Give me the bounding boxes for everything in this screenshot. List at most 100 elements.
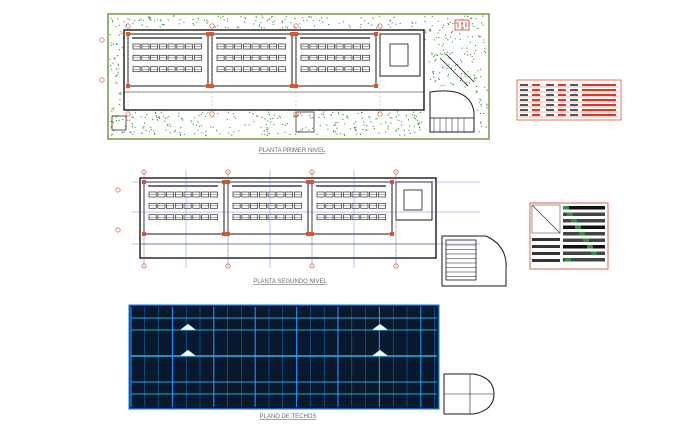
column [306,232,310,236]
vegetation-dot [244,18,247,20]
vegetation-dot [207,21,209,23]
vegetation-dot [256,115,258,117]
vegetation-dot [113,130,115,132]
vegetation-dot [462,27,464,29]
legend-cell [570,99,578,101]
vegetation-dot [310,16,312,18]
vegetation-dot [440,85,442,87]
vegetation-dot [327,128,329,130]
vegetation-dot [415,22,417,24]
vegetation-dot [157,19,159,21]
legend-cell [558,84,566,86]
vegetation-dot [195,124,197,126]
vegetation-dot [118,93,121,95]
vegetation-dot [266,127,268,129]
vegetation-dot [483,42,485,44]
vegetation-dot [281,26,283,28]
vegetation-dot [319,125,321,127]
vegetation-dot [178,112,180,114]
vegetation-dot [132,133,134,136]
vegetation-dot [424,20,426,23]
vegetation-dot [113,58,116,60]
vegetation-dot [222,15,224,17]
vegetation-dot [404,134,406,136]
vegetation-dot [129,131,131,134]
vegetation-dot [417,123,419,125]
vegetation-dot [111,108,113,110]
vegetation-dot [359,133,361,135]
column [206,32,210,36]
vegetation-dot [266,131,268,133]
legend-cell [532,252,560,255]
vegetation-dot [255,19,257,22]
legend-cell [532,259,560,262]
vegetation-dot [393,16,395,18]
vegetation-dot [179,19,181,21]
vegetation-dot [400,121,402,123]
legend-cell [532,114,540,116]
vegetation-dot [389,20,391,22]
legend-cell [546,94,554,96]
axis-bubble-icon [125,23,131,29]
vegetation-dot [469,75,471,77]
vegetation-dot [479,121,482,123]
vegetation-dot [431,71,434,73]
vegetation-dot [342,118,344,120]
vegetation-dot [475,77,477,79]
vegetation-dot [474,44,476,47]
vegetation-dot [142,19,144,21]
vegetation-dot [132,116,134,118]
vegetation-dot [385,131,387,133]
legend-cell [558,114,566,116]
vegetation-dot [428,61,430,63]
vegetation-dot [460,59,462,61]
vegetation-dot [349,128,351,130]
vegetation-dot [232,113,234,115]
vegetation-dot [438,43,440,46]
vegetation-dot [268,113,270,116]
vegetation-dot [117,73,119,76]
vegetation-dot [431,15,433,17]
vegetation-dot [387,114,389,116]
vegetation-dot [437,54,439,57]
vegetation-dot [138,19,140,21]
vegetation-dot [205,130,207,132]
legend-cell [563,219,605,223]
vegetation-dot [326,17,328,19]
vegetation-dot [469,53,472,56]
legend-cell [520,104,528,106]
vegetation-dot [431,25,433,27]
legend-cell [582,114,616,116]
vegetation-dot [464,73,466,75]
vegetation-dot [448,73,450,75]
vegetation-dot [355,121,357,123]
legend-cell [570,84,578,86]
vegetation-dot [396,111,399,113]
legend-cell [532,84,540,86]
vegetation-dot [145,129,147,132]
vegetation-dot [441,54,443,56]
vegetation-dot [468,82,470,84]
vegetation-dot [179,131,181,134]
vegetation-dot [313,25,316,27]
vegetation-dot [144,116,146,118]
axis-bubble-icon [209,23,215,29]
vegetation-dot [409,125,411,127]
legend-cell [582,99,616,101]
axis-bubble-icon [293,111,299,117]
legend-cell [558,109,566,111]
vegetation-dot [484,47,486,49]
vegetation-dot [397,128,400,130]
vegetation-dot [451,52,453,54]
vegetation-dot [471,36,473,38]
vegetation-dot [444,53,446,55]
vegetation-dot [217,15,220,17]
vegetation-dot [110,126,112,128]
vegetation-dot [398,114,400,116]
vegetation-dot [300,113,302,115]
vegetation-dot [263,27,265,29]
vegetation-dot [110,120,112,123]
vegetation-dot [190,119,192,121]
vegetation-dot [459,80,461,82]
vegetation-dot [154,111,156,113]
